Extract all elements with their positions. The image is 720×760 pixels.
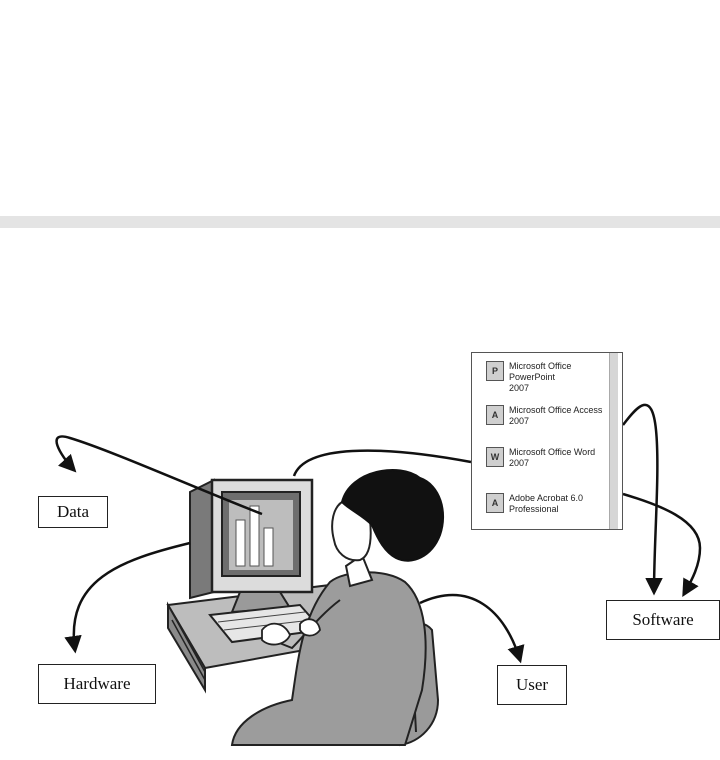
monitor-icon <box>189 478 314 614</box>
software-connector-bottom <box>622 492 702 598</box>
hardware-connector <box>64 541 191 654</box>
data-label: Data <box>38 496 108 528</box>
menu-item-access[interactable]: A Microsoft Office Access 2007 <box>486 405 606 427</box>
data-connector <box>55 435 263 516</box>
powerpoint-icon: P <box>486 361 504 381</box>
menu-item-label: Adobe Acrobat 6.0 Professional <box>509 493 584 514</box>
menu-item-acrobat[interactable]: A Adobe Acrobat 6.0 Professional <box>486 493 606 515</box>
access-icon: A <box>486 405 504 425</box>
menu-item-word[interactable]: W Microsoft Office Word 2007 <box>486 447 606 469</box>
user-label: User <box>497 665 567 705</box>
acrobat-icon: A <box>486 493 504 513</box>
software-menu-connector <box>292 449 472 477</box>
software-connector-top <box>622 403 663 596</box>
user-figure-icon <box>230 469 445 746</box>
user-connector <box>419 593 525 664</box>
menu-scrollbar[interactable] <box>609 353 618 529</box>
word-icon: W <box>486 447 504 467</box>
menu-item-powerpoint[interactable]: P Microsoft Office PowerPoint 2007 <box>486 361 606 394</box>
menu-item-label: Microsoft Office PowerPoint 2007 <box>509 361 572 393</box>
menu-item-label: Microsoft Office Word 2007 <box>509 447 596 468</box>
software-label: Software <box>606 600 720 640</box>
menu-item-label: Microsoft Office Access 2007 <box>509 405 603 426</box>
section-divider <box>0 216 720 228</box>
hardware-label: Hardware <box>38 664 156 704</box>
software-menu: P Microsoft Office PowerPoint 2007 A Mic… <box>471 352 623 530</box>
